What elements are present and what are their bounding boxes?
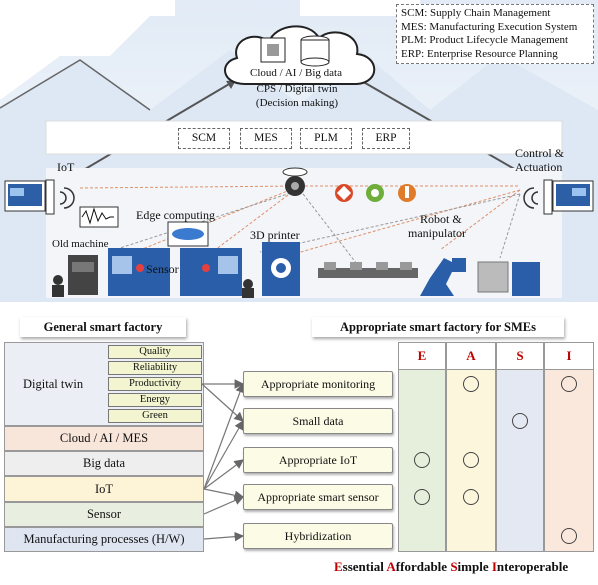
footer-s-initial: S — [450, 559, 458, 574]
sub-quality: Quality — [108, 345, 202, 359]
system-scm: SCM — [178, 128, 230, 149]
robot-arm — [420, 258, 456, 296]
general-title: General smart factory — [20, 317, 186, 337]
sub-energy: Energy — [108, 393, 202, 407]
appropriate-iot: Appropriate IoT — [243, 447, 393, 473]
iot-label: IoT — [57, 160, 75, 174]
footer-a-rest: ffordable — [395, 559, 451, 574]
sme-title: Appropriate smart factory for SMEs — [312, 317, 564, 337]
sensor-label: Sensor — [146, 262, 179, 276]
circle-monitoring-i — [561, 376, 577, 392]
circle-monitoring-a — [463, 376, 479, 392]
footer-e-initial: E — [334, 559, 343, 574]
footer-i-initial: I — [491, 559, 497, 574]
sub-green: Green — [108, 409, 202, 423]
digital-twin-label: Digital twin — [23, 376, 84, 391]
circle-iot-e — [414, 452, 430, 468]
cps-label: CPS / Digital twin (Decision making) — [222, 82, 372, 110]
legend-plm: PLM: Product Lifecycle Management — [401, 34, 569, 46]
smart-factory-illustration: Cloud / AI / Big data SCM: Supply Chain … — [0, 0, 598, 302]
cloud-icon — [224, 25, 376, 85]
column-s-header: S — [496, 342, 544, 370]
edge-computing-label: Edge computing — [136, 208, 215, 222]
cloud-ai-mes-box: Cloud / AI / MES — [4, 426, 204, 451]
cps-subtitle: (Decision making) — [255, 97, 339, 109]
circle-small-data-s — [512, 413, 528, 429]
iot-box: IoT — [4, 476, 204, 502]
legend-mes: MES: Manufacturing Execution System — [401, 20, 578, 33]
sub-productivity: Productivity — [108, 377, 202, 391]
legend-erp: ERP: Enterprise Resource Planning — [401, 47, 558, 60]
cloud-label: Cloud / AI / Big data — [250, 67, 342, 79]
sensor-box: Sensor — [4, 502, 204, 527]
footer-i-rest: nteroperable — [496, 559, 569, 574]
column-a-header: A — [446, 342, 496, 370]
appropriate-monitoring: Appropriate monitoring — [243, 371, 393, 397]
cps-title: CPS / Digital twin — [256, 83, 338, 95]
footer-a-initial: A — [386, 559, 396, 574]
column-e-header: E — [398, 342, 446, 370]
big-data-box: Big data — [4, 451, 204, 476]
circle-smart-sensor-e — [414, 489, 430, 505]
footer-s-rest: imple — [457, 559, 492, 574]
system-plm: PLM — [300, 128, 352, 149]
column-s — [496, 342, 544, 552]
hybridization: Hybridization — [243, 523, 393, 549]
control-label: Control & — [515, 146, 565, 160]
system-mes: MES — [240, 128, 292, 149]
sub-reliability: Reliability — [108, 361, 202, 375]
column-e — [398, 342, 446, 552]
old-machine-label: Old machine — [52, 238, 109, 250]
abbreviation-legend: SCM: Supply Chain Management MES: Manufa… — [396, 4, 594, 64]
column-i-header: I — [544, 342, 594, 370]
system-erp: ERP — [362, 128, 410, 149]
manufacturing-box: Manufacturing processes (H/W) — [4, 527, 204, 552]
circle-iot-a — [463, 452, 479, 468]
small-data: Small data — [243, 408, 393, 434]
appropriate-smart-sensor: Appropriate smart sensor — [243, 484, 393, 510]
3d-printer-label: 3D printer — [250, 228, 300, 242]
circle-hybridization-i — [561, 528, 577, 544]
footer-e-rest: ssential — [342, 559, 387, 574]
circle-smart-sensor-a — [463, 489, 479, 505]
actuation-label: Actuation — [515, 160, 563, 174]
criteria-footer: Essential Affordable Simple Interoperabl… — [334, 559, 568, 575]
manipulator-label: manipulator — [408, 226, 466, 240]
legend-scm: SCM: Supply Chain Management — [401, 7, 551, 19]
robot-label: Robot & — [420, 212, 462, 226]
